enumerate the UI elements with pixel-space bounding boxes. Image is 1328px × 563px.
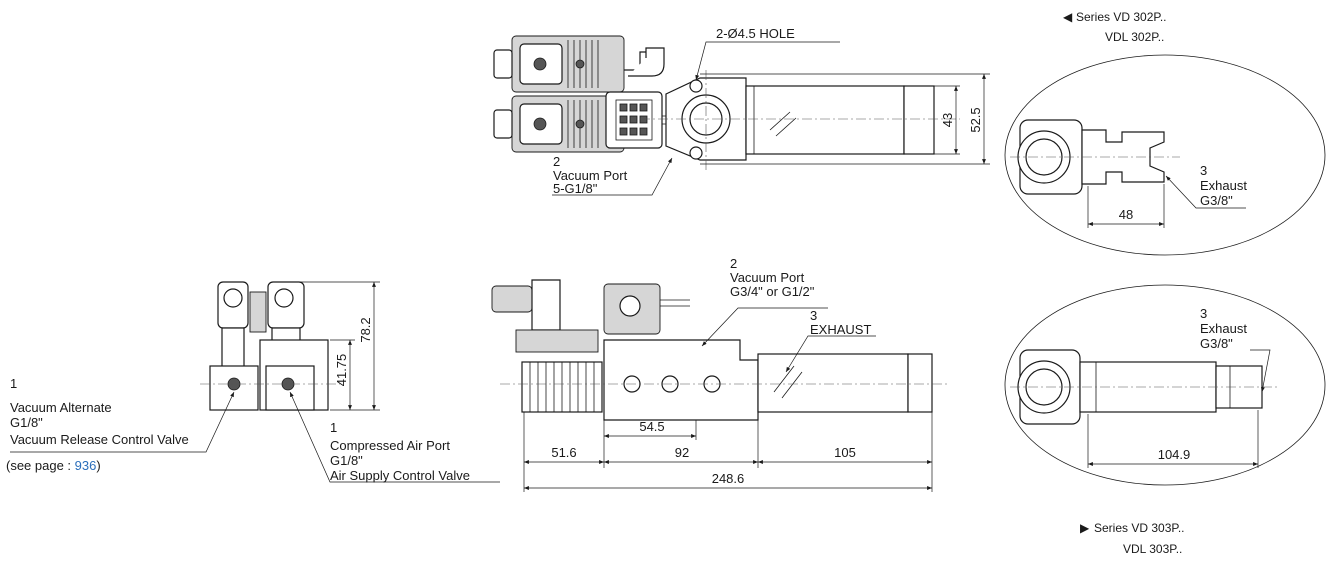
dim-104-9: 104.9: [1158, 447, 1191, 462]
compressed-air-spec: G1/8": [330, 453, 363, 468]
vacuum-port-top-num: 2: [553, 154, 560, 169]
vacuum-port-side-name: Vacuum Port: [730, 270, 805, 285]
exhaust-bottom-name: Exhaust: [1200, 321, 1247, 336]
compressed-air-num: 1: [330, 420, 337, 435]
detail-bottom: 104.9 3 Exhaust G3/8": [1004, 284, 1326, 486]
dim-51-6: 51.6: [551, 445, 576, 460]
dim-52-5: 52.5: [968, 107, 983, 132]
series-top-line1: Series VD 302P..: [1076, 10, 1167, 24]
series-top-line2: VDL 302P..: [1105, 30, 1164, 44]
detail-top: 48 3 Exhaust G3/8": [1004, 54, 1326, 256]
series-top-marker: ◀: [1063, 10, 1073, 24]
dim-43: 43: [940, 113, 955, 127]
dim-41-75: 41.75: [334, 354, 349, 387]
exhaust-side-name: EXHAUST: [810, 322, 871, 337]
see-page-link[interactable]: 936: [75, 458, 97, 473]
compressed-air-name: Compressed Air Port: [330, 438, 450, 453]
dim-92: 92: [675, 445, 689, 460]
vacuum-alternate-spec: G1/8": [10, 415, 43, 430]
vacuum-port-side-spec: G3/4" or G1/2": [730, 284, 815, 299]
vacuum-port-top-spec: 5-G1/8": [553, 181, 598, 196]
see-page-note: (see page : 936): [6, 458, 101, 473]
vacuum-alternate-num: 1: [10, 376, 17, 391]
exhaust-top-num: 3: [1200, 163, 1207, 178]
vacuum-alternate-desc: Vacuum Release Control Valve: [10, 432, 189, 447]
end-view: 41.75 78.2 1 Vacuum Alternate G1/8" Vacu…: [6, 281, 500, 483]
exhaust-top-name: Exhaust: [1200, 178, 1247, 193]
exhaust-bottom-num: 3: [1200, 306, 1207, 321]
exhaust-bottom-spec: G3/8": [1200, 336, 1233, 351]
dim-78-2: 78.2: [358, 317, 373, 342]
series-bottom-marker: ▶: [1080, 521, 1090, 535]
exhaust-top-spec: G3/8": [1200, 193, 1233, 208]
series-bottom-line1: Series VD 303P..: [1094, 521, 1185, 535]
exhaust-side-num: 3: [810, 308, 817, 323]
vacuum-port-side-num: 2: [730, 256, 737, 271]
dim-248-6: 248.6: [712, 471, 745, 486]
dim-48: 48: [1119, 207, 1133, 222]
hole-label: 2-Ø4.5 HOLE: [716, 26, 795, 41]
compressed-air-desc: Air Supply Control Valve: [330, 468, 470, 483]
dim-105: 105: [834, 445, 856, 460]
vacuum-port-top-name: Vacuum Port: [553, 168, 628, 183]
side-view: 2 Vacuum Port G3/4" or G1/2" 3 EXHAUST 5…: [491, 256, 950, 492]
vacuum-alternate-name: Vacuum Alternate: [10, 400, 112, 415]
dim-54-5: 54.5: [639, 419, 664, 434]
series-bottom-line2: VDL 303P..: [1123, 542, 1182, 556]
top-view: 43 52.5 2-Ø4.5 HOLE 2 Vacuum Port 5-G1/8…: [493, 26, 990, 196]
